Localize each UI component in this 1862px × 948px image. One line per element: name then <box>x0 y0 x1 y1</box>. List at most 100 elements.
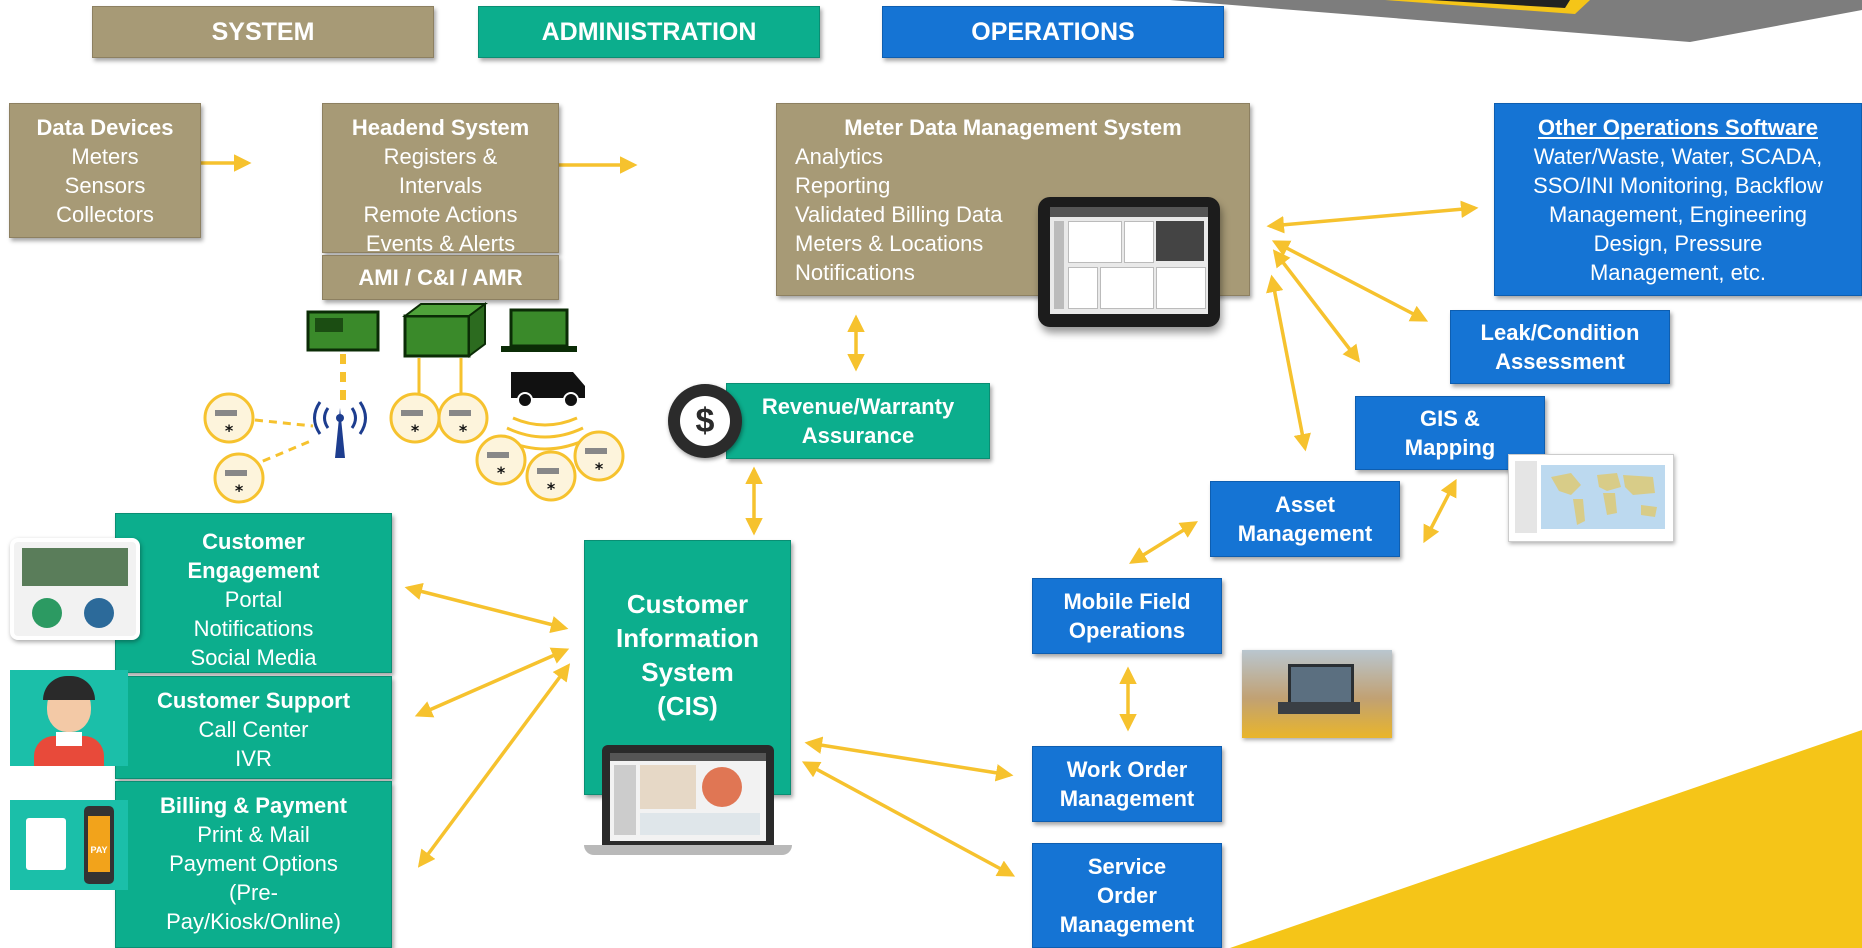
billing-title: Billing & Payment <box>159 793 348 818</box>
dollar-icon: $ <box>668 384 742 458</box>
service-order-line: Management <box>1059 912 1195 937</box>
header-administration: ADMINISTRATION <box>478 6 820 58</box>
mobile-field-operations-box: Mobile Field Operations <box>1032 578 1222 654</box>
antenna-icon <box>313 401 367 458</box>
phone-pay-icon: PAY <box>10 800 128 890</box>
customer-engagement-box: Customer Engagement Portal Notifications… <box>115 513 392 673</box>
service-order-box: Service Order Management <box>1032 843 1222 948</box>
billing-line: Print & Mail <box>197 822 310 847</box>
mdm-line: Analytics <box>795 144 884 169</box>
support-line: Call Center <box>198 717 309 742</box>
mdm-line: Notifications <box>795 260 915 285</box>
arrow-gis-asset <box>1423 478 1457 544</box>
revenue-warranty-box: Revenue/Warranty Assurance <box>726 383 990 459</box>
laptop-base <box>584 845 792 855</box>
laptop-small-icon <box>501 308 577 352</box>
mdm-line: Reporting <box>795 173 891 198</box>
data-devices-box: Data Devices Meters Sensors Collectors <box>9 103 201 238</box>
cis-line: (CIS) <box>657 691 718 721</box>
tablet-icon <box>1038 197 1220 327</box>
mdm-line: Validated Billing Data <box>795 202 1003 227</box>
leak-line: Leak/Condition <box>1480 320 1640 345</box>
other-operations-line: Management, Engineering <box>1548 202 1808 227</box>
billing-line: Payment Options <box>169 851 338 876</box>
data-devices-title: Data Devices <box>36 115 174 140</box>
engagement-title: Customer <box>202 529 305 554</box>
gis-line: Mapping <box>1404 435 1496 460</box>
other-operations-box: Other Operations Software Water/Waste, W… <box>1494 103 1862 296</box>
svg-text:*: * <box>497 463 506 482</box>
corner-decoration-bottom <box>1230 730 1862 948</box>
other-operations-line: SSO/INI Monitoring, Backflow <box>1533 173 1823 198</box>
arrow-mdm-asset <box>1266 274 1311 452</box>
svg-text:*: * <box>547 479 556 498</box>
data-devices-line: Sensors <box>64 173 146 198</box>
gis-line: GIS & <box>1420 406 1480 431</box>
headend-title: Headend System <box>351 115 530 140</box>
svg-text:*: * <box>411 421 420 440</box>
engagement-line: Portal <box>224 587 283 612</box>
billing-line: Pay/Kiosk/Online) <box>166 909 341 934</box>
billing-line: (Pre- <box>229 880 278 905</box>
svg-text:*: * <box>595 459 604 478</box>
arrow-cis-engagement <box>404 582 569 634</box>
service-order-line: Order <box>1097 883 1157 908</box>
data-devices-line: Meters <box>71 144 139 169</box>
truck-icon <box>511 372 585 408</box>
other-operations-line: Design, Pressure <box>1593 231 1763 256</box>
leak-line: Assessment <box>1495 349 1625 374</box>
other-operations-line: Management, etc. <box>1589 260 1767 285</box>
work-order-line: Management <box>1059 786 1195 811</box>
asset-line: Management <box>1237 521 1373 546</box>
engagement-title: Engagement <box>187 558 320 583</box>
mobile-line: Operations <box>1068 618 1186 643</box>
headend-ami-label: AMI / C&I / AMR <box>322 255 559 300</box>
svg-text:*: * <box>225 421 234 440</box>
cis-line: System <box>641 657 734 687</box>
data-devices-line: Collectors <box>56 202 154 227</box>
headset-person-icon <box>10 670 128 766</box>
arrow-asset-mobile <box>1129 521 1198 564</box>
field-laptop-photo <box>1242 650 1392 738</box>
svg-text:*: * <box>235 481 244 500</box>
arrow-mdm-gis <box>1272 249 1361 363</box>
engagement-line: Social Media <box>190 645 317 670</box>
field-devices-cluster: * * * * * * * <box>203 302 625 504</box>
headend-line: Intervals <box>398 173 483 198</box>
engagement-line: Notifications <box>193 616 314 641</box>
billing-payment-box: Billing & Payment Print & Mail Payment O… <box>115 781 392 948</box>
revenue-line: Assurance <box>801 423 915 448</box>
arrow-cis-workorder <box>804 736 1014 782</box>
arrow-cis-support <box>414 647 570 718</box>
map-icon <box>1508 454 1674 542</box>
arrow-mdm-otherops <box>1266 200 1479 234</box>
arrow-cis-serviceorder <box>801 761 1016 877</box>
header-operations: OPERATIONS <box>882 6 1224 58</box>
leak-condition-box: Leak/Condition Assessment <box>1450 310 1670 384</box>
collector-icon <box>306 302 488 358</box>
header-system: SYSTEM <box>92 6 434 58</box>
mobile-line: Mobile Field <box>1063 589 1191 614</box>
headend-line: Events & Alerts <box>365 231 516 256</box>
other-operations-line: Water/Waste, Water, SCADA, <box>1533 144 1823 169</box>
corner-decoration-top <box>1170 0 1862 42</box>
work-order-line: Work Order <box>1066 757 1188 782</box>
mdm-title: Meter Data Management System <box>844 115 1182 140</box>
customer-support-box: Customer Support Call Center IVR <box>115 676 392 779</box>
mdm-line: Meters & Locations <box>795 231 984 256</box>
laptop-icon <box>602 745 774 845</box>
support-title: Customer Support <box>156 688 351 713</box>
asset-management-box: Asset Management <box>1210 481 1400 557</box>
arrow-cis-billing <box>417 663 571 868</box>
service-order-line: Service <box>1087 854 1167 879</box>
cis-line: Customer <box>626 589 749 619</box>
support-line: IVR <box>235 746 272 771</box>
tablet-dashboard-icon <box>10 538 140 640</box>
headend-line: Remote Actions <box>363 202 518 227</box>
cis-line: Information <box>616 623 759 653</box>
asset-line: Asset <box>1275 492 1335 517</box>
headend-system-box: Headend System Registers & Intervals Rem… <box>322 103 559 256</box>
revenue-line: Revenue/Warranty <box>761 394 955 419</box>
work-order-box: Work Order Management <box>1032 746 1222 822</box>
